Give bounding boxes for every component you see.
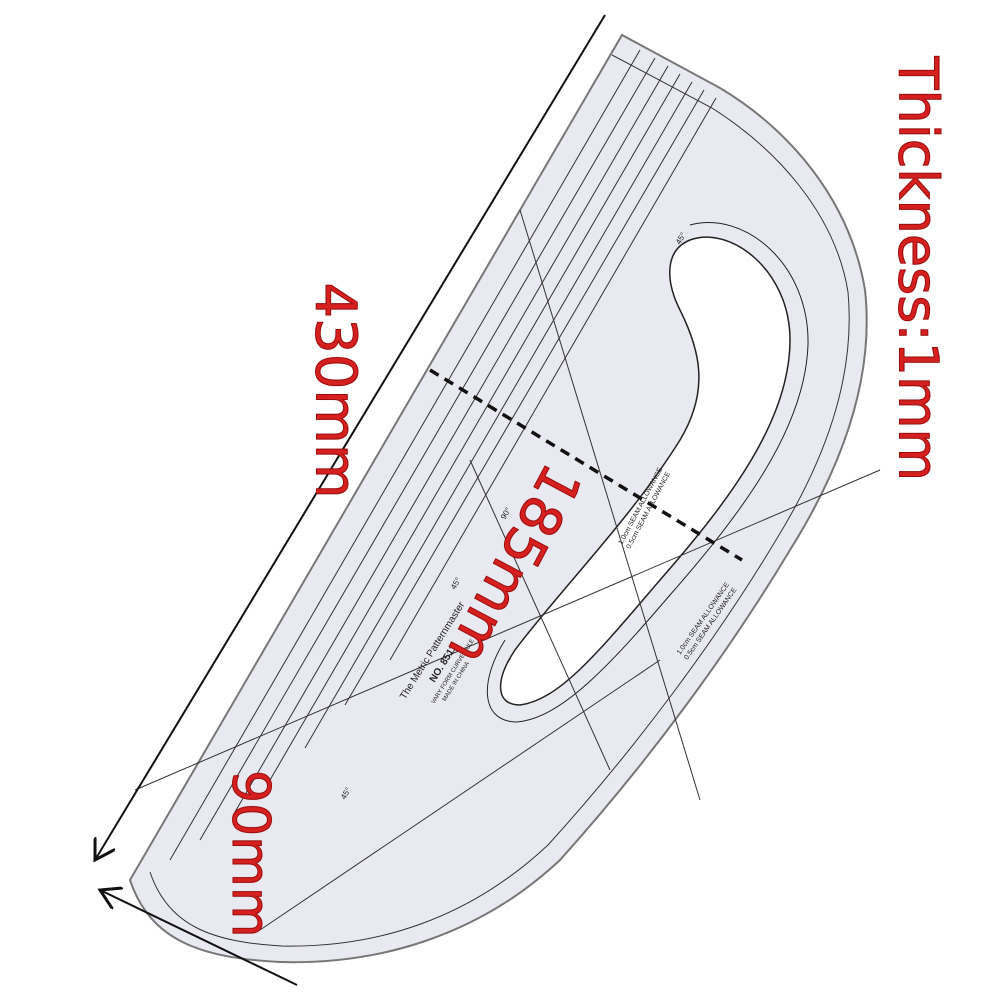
length-arrow bbox=[95, 14, 606, 860]
length-label: 430mm bbox=[302, 282, 368, 499]
ruler-edge-line bbox=[149, 54, 850, 947]
end-width-arrow bbox=[100, 890, 298, 986]
inner-slot-seam-line bbox=[486, 222, 809, 723]
thickness-label: Thickness:1mm bbox=[886, 56, 950, 482]
inner-slot bbox=[499, 236, 791, 706]
end-width-label: 90mm bbox=[220, 770, 281, 938]
grid-lines bbox=[134, 49, 881, 931]
width-dashed-line bbox=[429, 368, 743, 562]
